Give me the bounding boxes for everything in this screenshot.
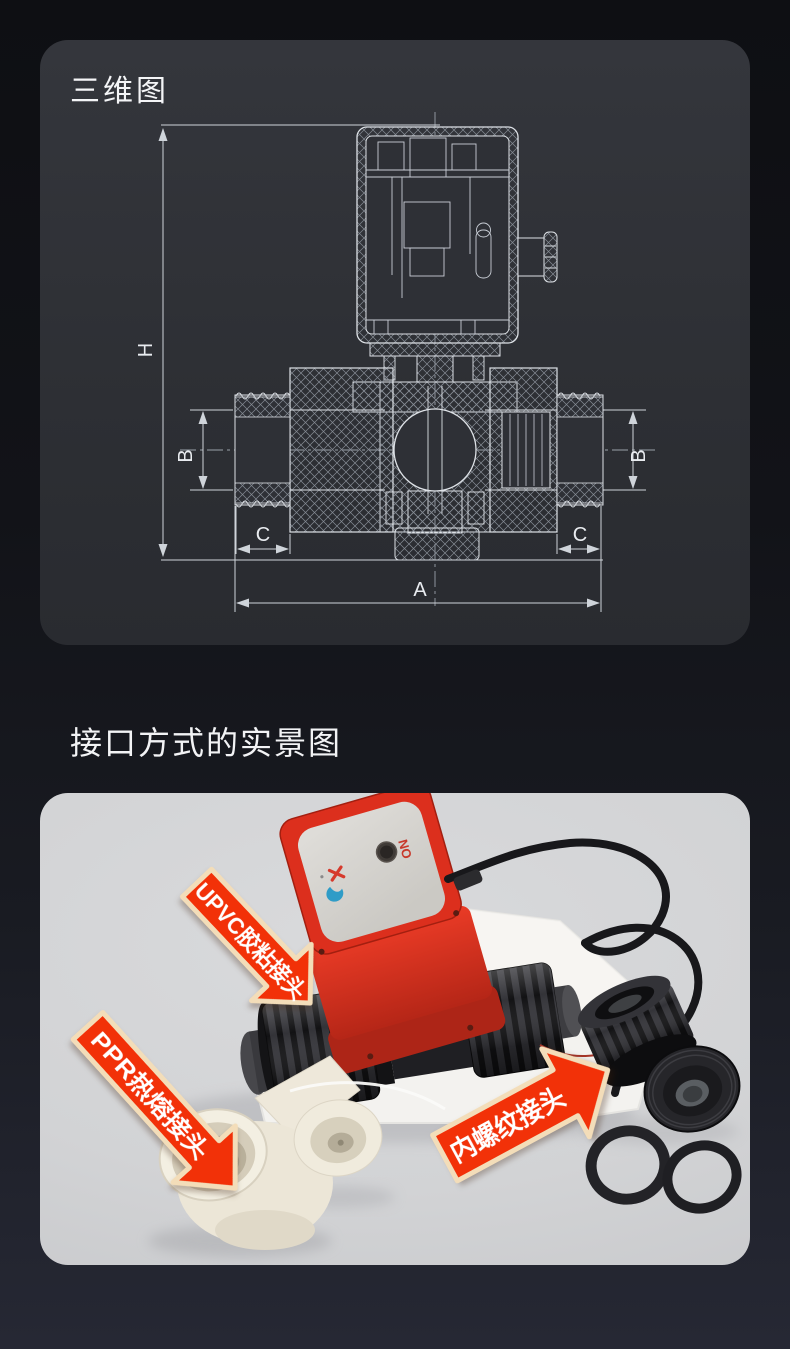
connection-photo-card: ON — [40, 793, 750, 1265]
dimension-b-right — [605, 409, 646, 491]
valve-body-drawing — [234, 367, 635, 561]
upvc-callout-label: UPVC胶粘接头 — [190, 878, 312, 1005]
red-actuator-photo: ON — [279, 793, 506, 1074]
actuator-screws — [318, 910, 474, 1060]
dimension-label-h: H — [135, 343, 157, 357]
brand-logo-icon — [320, 865, 346, 902]
actuator-flange — [328, 985, 506, 1074]
plastic-strap — [289, 1081, 446, 1111]
o-ring-2 — [662, 1140, 742, 1214]
on-indicator-label: ON — [395, 838, 415, 861]
dimension-label-b-left: B — [175, 449, 197, 462]
on-indicator: ON — [375, 838, 415, 863]
female-thread-insert-drawing — [501, 411, 551, 489]
dimension-label-b-right: B — [628, 449, 650, 462]
ppr-elbow-fitting — [158, 1055, 361, 1250]
thread-sleeve-fitting — [643, 1045, 741, 1133]
valve-technical-drawing: H B B C C A — [135, 112, 658, 612]
ball-drawing — [393, 408, 477, 492]
drawing-card-title: 三维图 — [70, 75, 169, 108]
dimension-c-right — [556, 506, 602, 612]
dimension-a — [234, 506, 600, 612]
actuator-top-panel — [297, 801, 446, 942]
thread-nut-fitting — [577, 975, 697, 1087]
dimension-label-a: A — [413, 579, 427, 601]
dimensions — [158, 124, 646, 612]
actuator-internals — [366, 137, 509, 335]
dimension-label-c-right: C — [573, 524, 587, 546]
dimension-label-c-left: C — [256, 524, 270, 546]
cable-connector — [453, 869, 483, 891]
section-heading: 接口方式的实景图 — [70, 725, 343, 761]
ppr-arrow-shape — [70, 1010, 238, 1191]
drain-drawing — [385, 490, 485, 561]
actuator-drawing — [356, 126, 558, 383]
product-photo-illustration: ON — [70, 793, 742, 1257]
ppr-callout-label: PPR热熔接头 — [85, 1026, 215, 1165]
actuator-connector-drawing — [517, 231, 558, 283]
dimension-c-left — [235, 506, 291, 554]
three-d-drawing-card: 三维图 — [40, 40, 750, 645]
female-thread-arrow-shape — [430, 1046, 611, 1184]
threaded-stub-left — [234, 392, 291, 508]
upvc-arrow-shape — [179, 866, 314, 1006]
threaded-stub-right — [556, 392, 604, 508]
ppr-socket-fitting — [293, 1099, 383, 1177]
dimension-b-left — [190, 409, 233, 491]
o-ring-1 — [585, 1125, 671, 1205]
